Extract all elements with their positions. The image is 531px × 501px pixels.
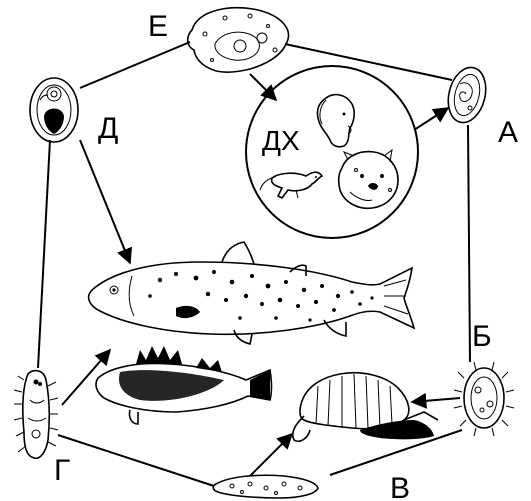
line-d-to-g [38,140,50,368]
stage-d-label: Д [98,112,118,145]
arrows [62,74,460,476]
stage-b-label: Б [472,320,492,353]
stage-e-cyst-illustration [188,8,289,72]
stage-b-larva-illustration [454,362,514,436]
stage-g-label: Г [54,454,70,487]
copepod-illustration [293,373,438,442]
stage-d-egg-illustration [30,78,78,142]
arrow-b-to-copepod [412,398,460,402]
salmon-illustration [89,242,414,344]
arrow-d-to-fish [80,140,130,263]
stage-g-larva-illustration [14,371,58,459]
stage-a-egg-illustration [443,63,491,126]
stage-v-label: В [390,472,410,501]
bear-head-illustration [339,150,398,208]
definitive-hosts-label: ДХ [262,125,300,156]
arrow-v-to-copepod [250,434,292,476]
cat-illustration [260,172,322,198]
line-e-to-d [80,42,190,88]
small-fish-illustration [96,346,272,424]
line-a-to-b [468,125,470,362]
arrow-e-to-dh [250,74,276,100]
line-g-to-v [58,435,214,486]
human-head-illustration [317,95,354,147]
arrow-dh-to-a [414,108,448,130]
stage-v-worm-illustration [213,475,318,498]
stage-e-label: Е [148,10,168,43]
stage-a-label: А [498,116,518,149]
